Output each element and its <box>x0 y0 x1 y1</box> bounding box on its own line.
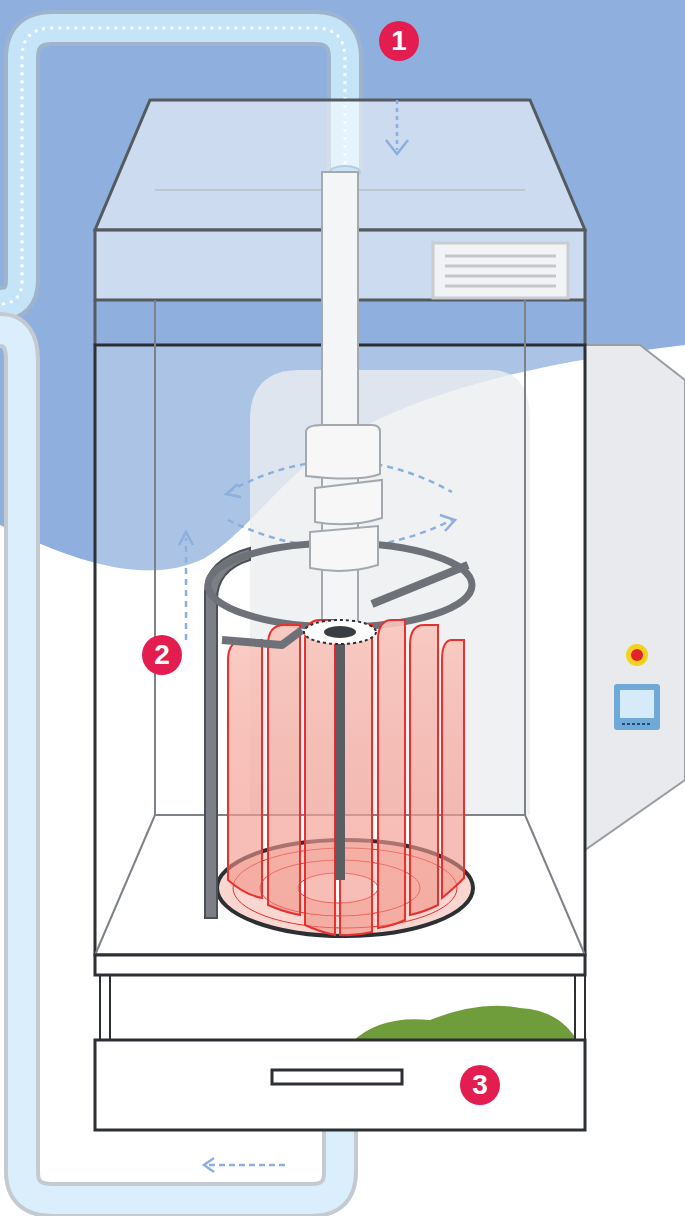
fin <box>340 625 372 935</box>
lift-arrow <box>185 538 188 640</box>
hub <box>304 620 376 644</box>
vent-slat <box>445 255 556 258</box>
drum-spoke <box>222 630 302 645</box>
rotation-head <box>440 515 455 531</box>
fin <box>268 625 300 915</box>
leg <box>109 975 111 1040</box>
callout-number: 2 <box>141 634 183 676</box>
vent-slat <box>445 265 556 268</box>
callout-circle-fill <box>379 21 419 61</box>
callout-number: 3 <box>459 1064 501 1106</box>
screen-display <box>620 690 654 718</box>
callout-circle-fill <box>142 635 182 675</box>
drawer-handle <box>272 1070 402 1084</box>
vent <box>433 243 568 298</box>
fin <box>228 640 262 898</box>
screen-keys <box>622 723 652 725</box>
vent-slat <box>445 275 556 278</box>
frame-post <box>584 300 587 345</box>
drum-fins <box>228 620 464 935</box>
inlet-arrow-head <box>386 140 408 154</box>
drum-spoke <box>372 565 468 604</box>
drain-flow-arrow <box>208 1164 285 1167</box>
callout-label: 1 <box>391 27 407 55</box>
auger <box>306 425 382 571</box>
drawer <box>95 1040 585 1130</box>
vent-slat <box>445 285 556 288</box>
auger-flight <box>315 480 382 524</box>
callout-circle-fill <box>460 1065 500 1105</box>
base-plate <box>95 955 585 975</box>
control-screen <box>614 684 660 730</box>
fin <box>410 625 438 915</box>
fin <box>305 620 335 935</box>
back-edge <box>154 300 156 815</box>
legs <box>100 975 585 1040</box>
auger-flight <box>310 526 378 571</box>
floor-edge <box>525 815 585 955</box>
leg <box>574 975 576 1040</box>
vent-slats <box>445 256 556 286</box>
side-unit <box>585 345 685 850</box>
callout-number: 1 <box>378 20 420 62</box>
auger-flight <box>306 425 380 479</box>
drain-arrow-head <box>204 1158 214 1172</box>
leg <box>584 975 586 1040</box>
fin <box>378 620 405 928</box>
stop-button <box>631 649 643 661</box>
callout-label: 2 <box>154 641 170 669</box>
back-edge <box>524 300 526 815</box>
hub-core <box>324 626 356 638</box>
compost-pile <box>352 1006 578 1042</box>
inlet-arrow <box>396 68 399 150</box>
rotation-head <box>226 484 241 497</box>
fin <box>442 640 464 898</box>
leg <box>99 975 101 1040</box>
button-ring <box>626 644 648 666</box>
floor-edge <box>95 815 155 955</box>
lift-arrow-head <box>179 532 193 545</box>
cabinet-frame <box>95 345 585 955</box>
frame-post <box>94 300 97 345</box>
callout-label: 3 <box>472 1071 488 1099</box>
inner-shaft <box>335 640 345 880</box>
